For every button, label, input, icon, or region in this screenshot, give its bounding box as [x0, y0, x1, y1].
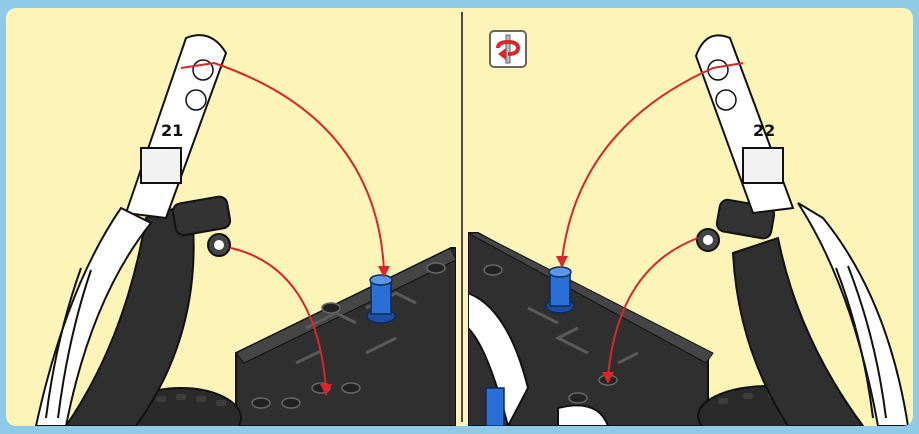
step-22-illustration: 22 [468, 8, 913, 426]
panel-divider [456, 8, 468, 426]
step-panel-21: 21 [6, 8, 456, 426]
blue-pin [546, 267, 574, 313]
blue-pin [367, 275, 395, 323]
step-number-21: 21 [161, 121, 183, 140]
blue-pin-small [486, 388, 504, 426]
divider-line [461, 12, 463, 422]
step-number-22: 22 [753, 121, 775, 140]
step-21-illustration: 21 [6, 8, 456, 426]
step-panel-22: 22 [468, 8, 913, 426]
chassis-plate [236, 248, 456, 426]
